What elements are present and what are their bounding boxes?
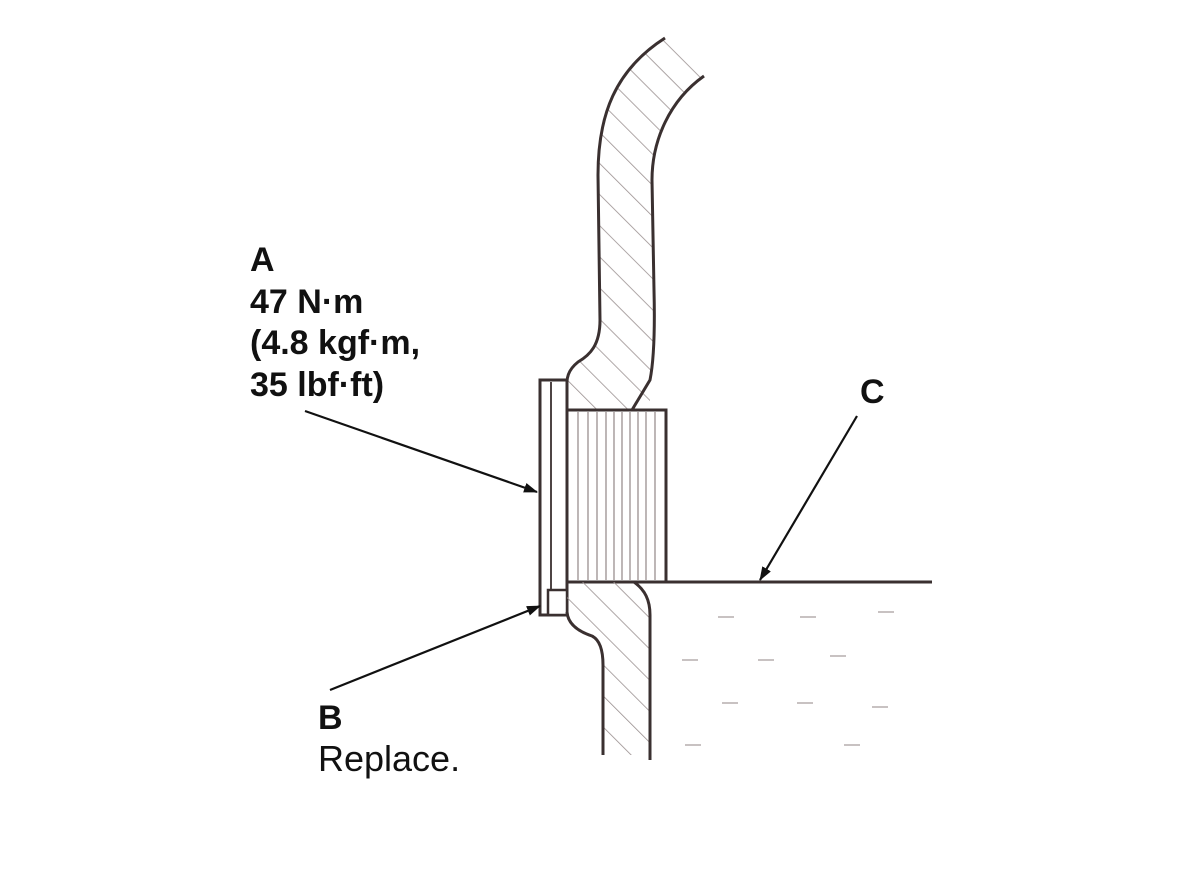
oil-pan-wall-lower — [567, 582, 650, 755]
label-b-letter: B — [318, 699, 343, 737]
label-a-torque-nm: 47 N·m — [250, 283, 364, 321]
wall-upper-inner-edge — [630, 74, 705, 411]
wall-lower-inner-edge — [633, 580, 652, 760]
fluid-dashes — [682, 611, 894, 746]
label-a-torque-kgfm: (4.8 kgf·m, — [250, 324, 421, 362]
label-a-torque-lbfft: 35 lbf·ft) — [250, 366, 385, 404]
leader-arrow-c — [759, 415, 858, 581]
thread-lines — [577, 412, 656, 580]
drain-plug-head — [538, 378, 569, 617]
leader-arrow-a — [304, 409, 538, 494]
label-b-note: Replace. — [318, 738, 461, 779]
drain-plug-thread — [565, 408, 668, 584]
label-a-letter: A — [250, 241, 275, 279]
wall-upper-outer-edge — [565, 36, 666, 412]
leader-arrow-b — [329, 604, 541, 692]
label-c-letter: C — [860, 373, 885, 411]
sealing-washer — [546, 588, 569, 617]
wall-lower-outer-edge — [565, 611, 605, 755]
